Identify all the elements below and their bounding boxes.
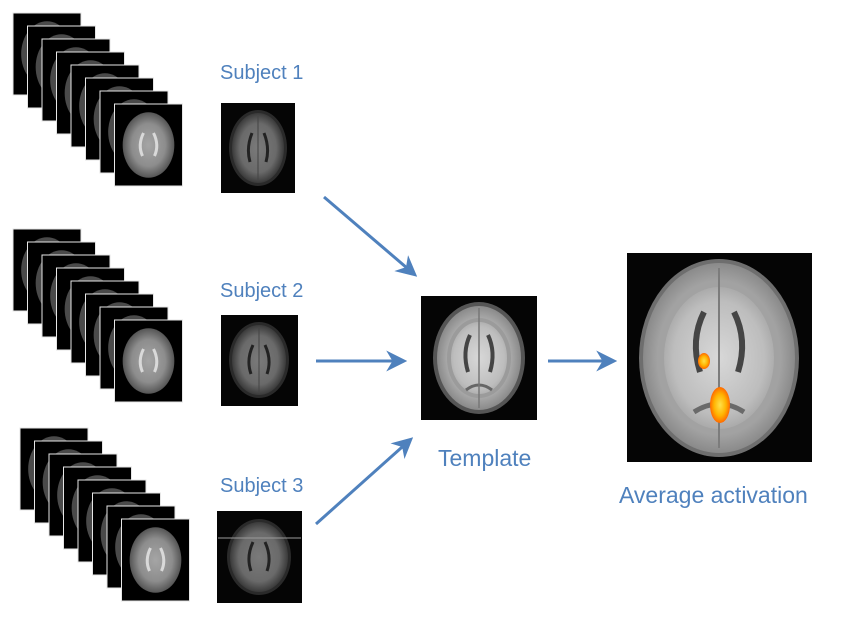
activation-blob-small [698, 353, 710, 369]
subject-3-image [217, 511, 302, 603]
stack-frame [121, 518, 190, 602]
stack-frame [114, 319, 183, 403]
average-activation-label: Average activation [619, 482, 808, 508]
arrow-subject3-to-template [315, 437, 414, 526]
subject-2-volume-stack [12, 228, 183, 403]
subject-2-label: Subject 2 [220, 280, 304, 302]
subject-1-label: Subject 1 [220, 62, 304, 84]
template-label: Template [438, 445, 532, 471]
subject-2-image [221, 315, 298, 406]
subject-1-image [221, 103, 295, 193]
stack-frame [114, 103, 183, 187]
average-activation-image [627, 253, 812, 462]
template-image [421, 296, 537, 420]
subject-3-volume-stack [19, 427, 190, 602]
arrow-subject1-to-template [323, 195, 418, 277]
subject-3-label: Subject 3 [220, 475, 304, 497]
subject-1-volume-stack [12, 12, 183, 187]
activation-blob-large [710, 387, 730, 423]
